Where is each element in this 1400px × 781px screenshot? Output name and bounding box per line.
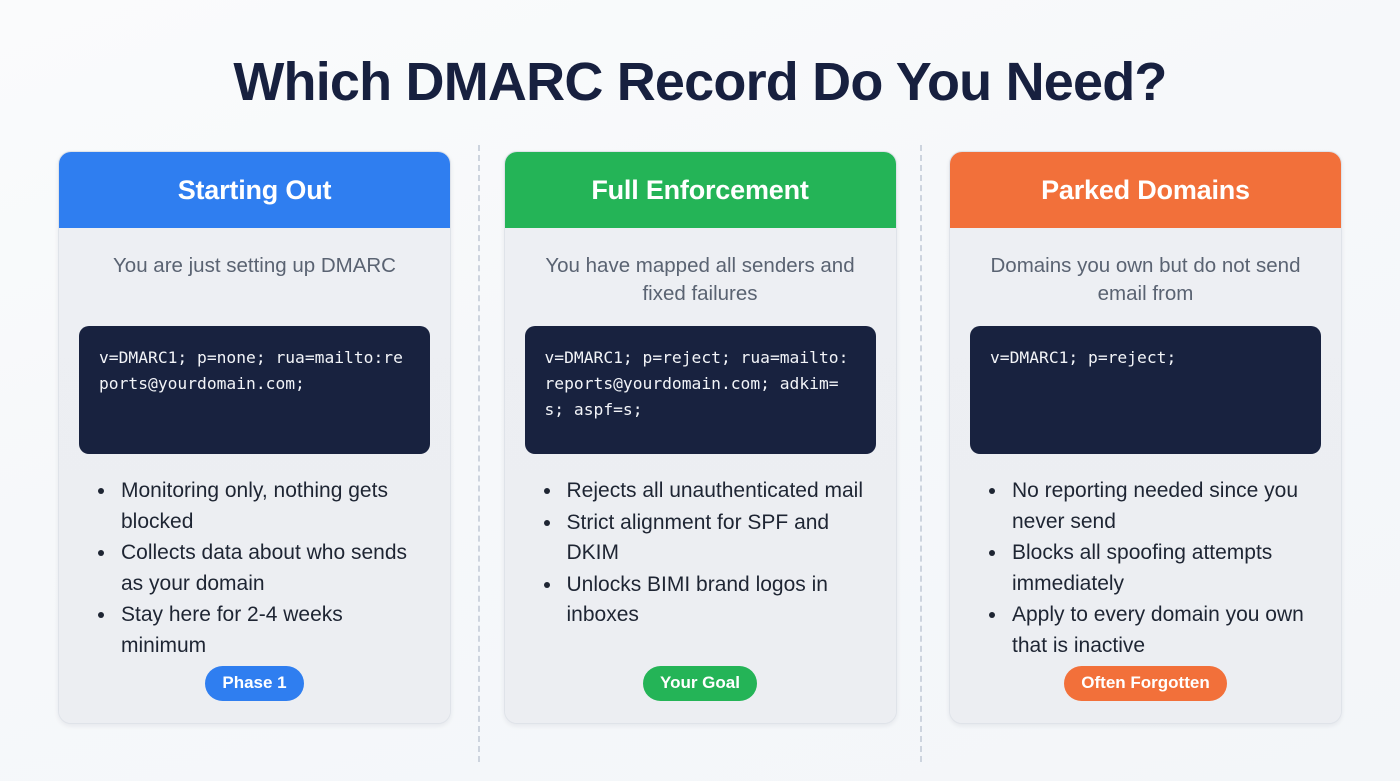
- list-item: Stay here for 2-4 weeks minimum: [117, 600, 430, 661]
- dmarc-record-code[interactable]: v=DMARC1; p=none; rua=mailto:reports@you…: [79, 326, 430, 454]
- card-row: Starting Out You are just setting up DMA…: [58, 151, 1342, 724]
- badge-row: Your Goal: [525, 666, 876, 723]
- column-divider-2: [920, 145, 922, 762]
- status-badge: Often Forgotten: [1064, 666, 1227, 701]
- card-body: You are just setting up DMARC v=DMARC1; …: [59, 228, 450, 723]
- status-badge: Phase 1: [205, 666, 304, 701]
- page-title: Which DMARC Record Do You Need?: [233, 52, 1167, 112]
- card-parked-domains: Parked Domains Domains you own but do no…: [949, 151, 1342, 724]
- card-starting-out: Starting Out You are just setting up DMA…: [58, 151, 451, 724]
- card-full-enforcement: Full Enforcement You have mapped all sen…: [503, 151, 897, 724]
- list-item: Apply to every domain you own that is in…: [1008, 600, 1321, 661]
- card-header-title: Starting Out: [59, 152, 450, 228]
- status-badge: Your Goal: [643, 666, 757, 701]
- list-item: Rejects all unauthenticated mail: [563, 476, 876, 507]
- card-body: Domains you own but do not send email fr…: [950, 228, 1341, 723]
- card-header-title: Parked Domains: [950, 152, 1341, 228]
- list-item: Unlocks BIMI brand logos in inboxes: [563, 570, 876, 631]
- list-item: Collects data about who sends as your do…: [117, 538, 430, 599]
- card-header-title: Full Enforcement: [504, 152, 896, 228]
- list-item: No reporting needed since you never send: [1008, 476, 1321, 537]
- dmarc-record-code[interactable]: v=DMARC1; p=reject; rua=mailto:reports@y…: [524, 326, 876, 454]
- column-divider-1: [478, 145, 480, 762]
- card-bullet-list: Monitoring only, nothing gets blocked Co…: [79, 476, 430, 662]
- list-item: Blocks all spoofing attempts immediately: [1008, 538, 1321, 599]
- list-item: Monitoring only, nothing gets blocked: [117, 476, 430, 537]
- card-subtitle: Domains you own but do not send email fr…: [990, 254, 1301, 305]
- badge-row: Phase 1: [79, 666, 430, 723]
- card-subtitle: You are just setting up DMARC: [113, 254, 396, 277]
- badge-row: Often Forgotten: [970, 666, 1321, 723]
- list-item: Strict alignment for SPF and DKIM: [563, 508, 876, 569]
- card-body: You have mapped all senders and fixed fa…: [504, 228, 896, 723]
- dmarc-record-code[interactable]: v=DMARC1; p=reject;: [970, 326, 1321, 454]
- card-bullet-list: No reporting needed since you never send…: [970, 476, 1321, 662]
- card-subtitle: You have mapped all senders and fixed fa…: [545, 254, 855, 305]
- card-bullet-list: Rejects all unauthenticated mail Strict …: [525, 476, 876, 662]
